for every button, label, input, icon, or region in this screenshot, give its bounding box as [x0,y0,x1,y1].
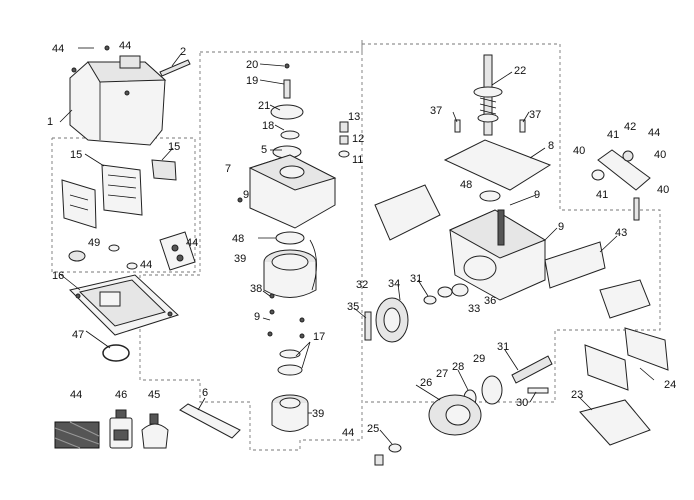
group-outlines [51,40,661,451]
label-9: 9 [243,189,249,201]
label-1: 1 [47,116,53,128]
label-41: 41 [596,189,608,201]
label-plate [119,55,141,69]
label-39: 39 [312,408,324,420]
label-46: 46 [115,389,127,401]
label-42: 42 [624,121,636,133]
grease-pad [54,421,100,449]
label-49: 49 [88,237,100,249]
gearbox-housing [237,154,337,229]
label-5: 5 [261,144,267,156]
label-37: 37 [529,109,541,121]
cover-part [69,45,167,146]
label-27: 27 [436,368,448,380]
cap-49 [68,250,86,262]
label-6: 6 [202,387,208,399]
label-35: 35 [347,301,359,313]
label-24: 24 [664,379,676,391]
label-33: 33 [468,303,480,315]
label-30: 30 [516,397,528,409]
label-44: 44 [140,259,152,271]
label-40: 40 [657,184,669,196]
oil-bottle [109,409,133,449]
label-44: 44 [186,237,198,249]
side-bracket [374,184,441,241]
label-44: 44 [119,40,131,52]
label-9: 9 [534,189,540,201]
gearbox-main [448,209,547,301]
label-41: 41 [607,129,619,141]
label-23: 23 [571,389,583,401]
label-34: 34 [388,278,400,290]
label-8: 8 [548,140,554,152]
pcb-board [61,159,177,229]
label-13: 13 [348,111,360,123]
base-plate [69,274,179,336]
label-26: 26 [420,377,432,389]
motor-shaft-top [270,63,304,159]
label-48: 48 [460,179,472,191]
label-11: 11 [352,154,363,166]
label-16: 16 [52,270,64,282]
label-43: 43 [615,227,627,239]
label-12: 12 [352,133,364,145]
worm-shaft [473,54,503,136]
label-7: 7 [225,163,231,175]
label-32: 32 [356,279,368,291]
battery-pack [159,231,196,271]
bearing-48 [275,231,305,245]
label-44: 44 [648,127,660,139]
label-31: 31 [410,273,422,285]
label-22: 22 [514,65,526,77]
label-29: 29 [473,353,485,365]
o-ring [102,344,130,362]
label-17: 17 [313,331,325,343]
label-45: 45 [148,389,160,401]
label-18: 18 [262,120,274,132]
label-25: 25 [367,423,379,435]
gasket [443,139,552,191]
label-38: 38 [250,283,262,295]
label-40: 40 [654,149,666,161]
label-2: 2 [180,46,186,58]
motor-end-39 [271,394,309,432]
label-9: 9 [558,221,564,233]
part-number-labels: 44 44 2 1 15 15 49 44 44 16 47 44 46 45 … [47,40,676,439]
label-44: 44 [70,389,82,401]
label-15: 15 [70,149,82,161]
label-39: 39 [234,253,246,265]
label-9: 9 [254,311,260,323]
label-36: 36 [484,295,496,307]
label-15: 15 [168,141,180,153]
release-arm [591,149,651,221]
label-28: 28 [452,361,464,373]
flange-26 [428,394,482,436]
motor-39 [263,239,317,298]
label-31: 31 [497,341,509,353]
label-44: 44 [342,427,354,439]
label-19: 19 [246,75,258,87]
screws [267,293,305,339]
label-20: 20 [246,59,258,71]
label-40: 40 [573,145,585,157]
label-47: 47 [72,329,84,341]
bracket [179,403,241,439]
seal-strip [159,59,191,77]
label-21: 21 [258,100,270,112]
grease-bottle [141,413,169,449]
label-44: 44 [52,43,64,55]
label-37: 37 [430,105,442,117]
label-48: 48 [232,233,244,245]
gear-wheel [375,297,409,343]
